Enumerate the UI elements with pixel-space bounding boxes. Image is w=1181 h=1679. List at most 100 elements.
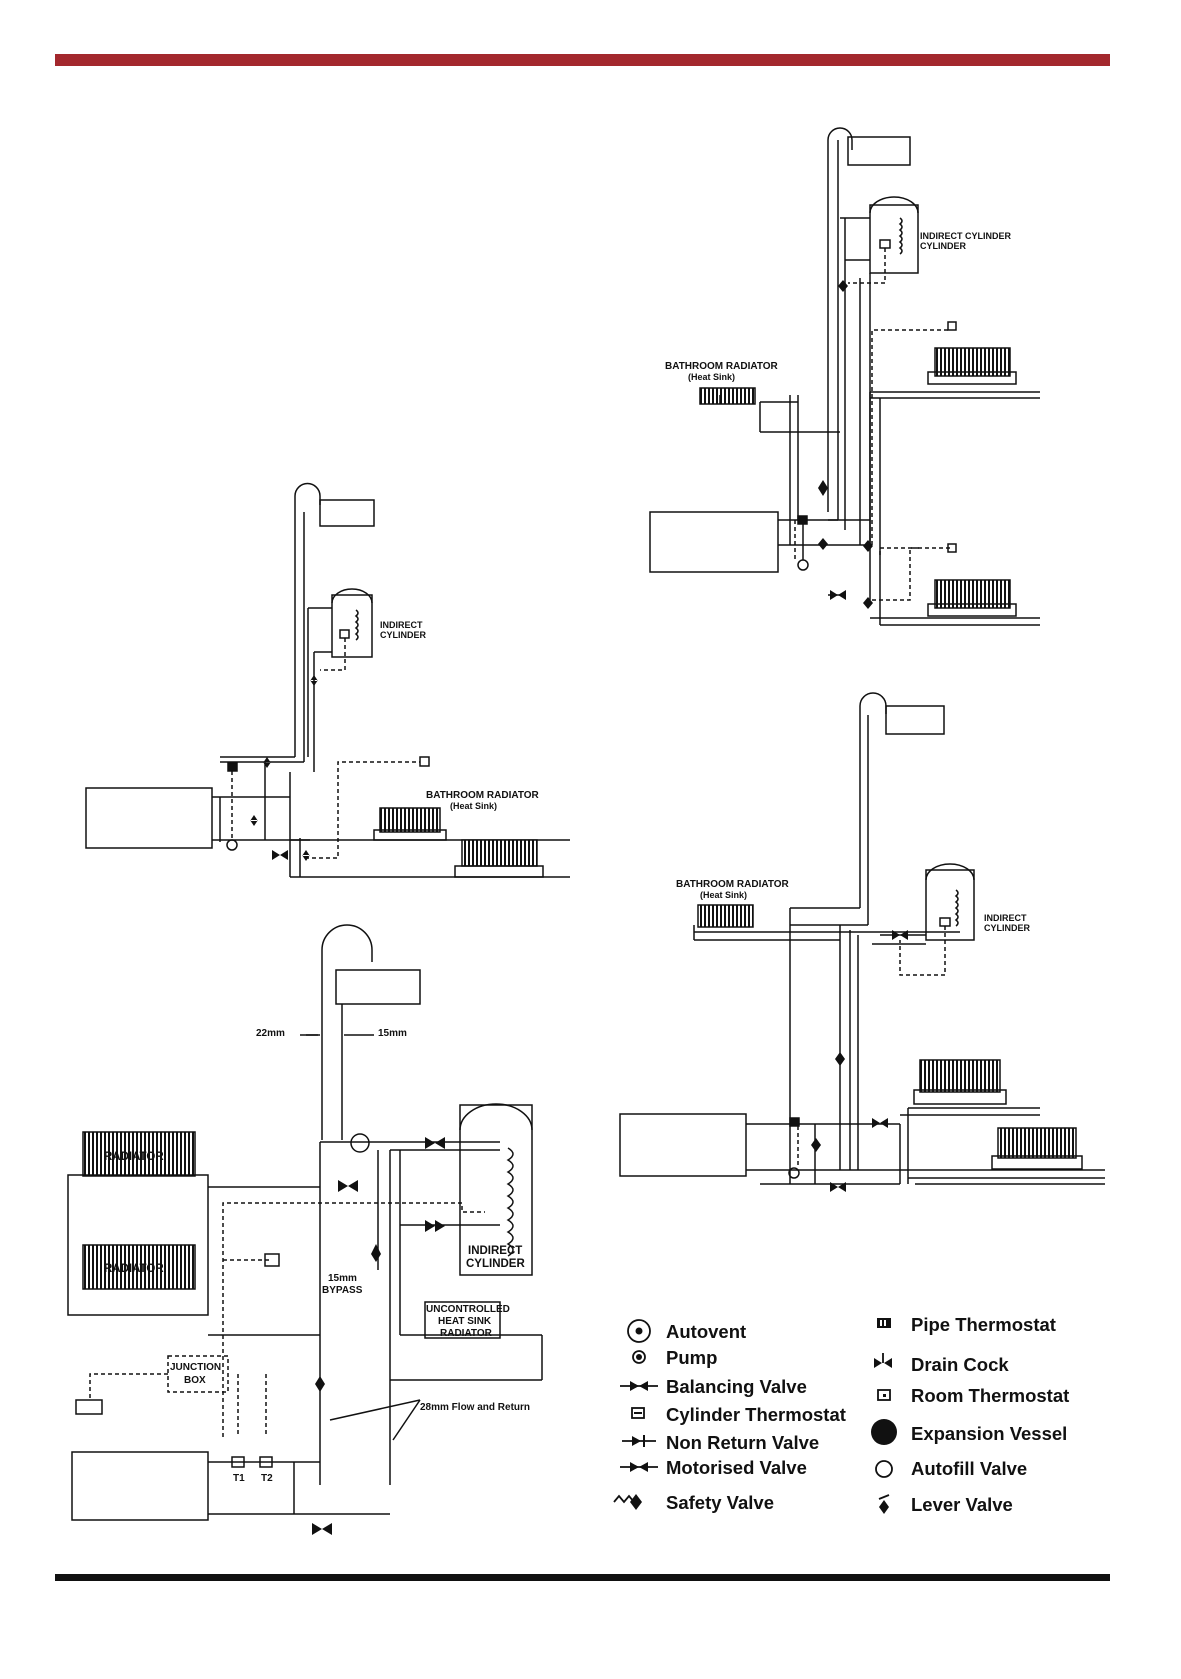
room-thermostat [419, 756, 430, 767]
legend-label-room-thermostat: Room Thermostat [911, 1385, 1069, 1406]
legend-label-cylinder-thermostat: Cylinder Thermostat [666, 1404, 846, 1425]
balancing-valve [338, 1180, 358, 1192]
header-rule [55, 54, 1110, 66]
bathroom-radiator-label: BATHROOM RADIATOR [676, 879, 790, 890]
legend-label-drain-cock: Drain Cock [911, 1354, 1009, 1375]
feed-tank [885, 705, 945, 735]
drain-cock [312, 1523, 332, 1535]
heat-sink-radiator [424, 1301, 501, 1339]
balancing-valve [371, 1244, 381, 1262]
radiator [461, 839, 538, 867]
legend-label-autovent: Autovent [666, 1321, 746, 1342]
boiler [85, 787, 213, 849]
motorised-valve [892, 930, 908, 940]
drain-cock [272, 850, 288, 860]
drain-cock [830, 1182, 846, 1192]
motorised-valve [302, 850, 310, 861]
radiator-label: RADIATOR [104, 1263, 164, 1275]
flow-return-label: 28mm Flow and Return [420, 1402, 530, 1413]
boiler [619, 1113, 747, 1177]
safety-valve [818, 480, 828, 496]
feed-tank [335, 969, 421, 1005]
legend-label-expansion-vessel: Expansion Vessel [911, 1423, 1067, 1444]
pipe-15mm-label: 15mm [378, 1028, 407, 1039]
bypass-label: 15mm BYPASS [322, 1273, 363, 1296]
footer-rule [55, 1574, 1110, 1581]
balancing-valve [811, 1138, 821, 1152]
diagram-bottom-right [619, 692, 1105, 1185]
bathroom-radiator [699, 387, 756, 405]
radiator-label: RADIATOR [104, 1151, 164, 1163]
feed-tank [319, 499, 375, 527]
expansion-vessel-icon [871, 1419, 897, 1445]
motorised-valve [425, 1137, 445, 1149]
lever-valve [872, 1118, 888, 1128]
pipe-22mm-label: 22mm [256, 1028, 285, 1039]
junction-box [167, 1355, 229, 1393]
boiler [649, 511, 779, 573]
legend-label-pipe-thermostat: Pipe Thermostat [911, 1314, 1056, 1335]
legend-label-balancing-valve: Balancing Valve [666, 1376, 807, 1397]
pipe-thermostat [797, 515, 808, 525]
room-thermostat [947, 321, 957, 331]
indirect-cylinder [459, 1104, 533, 1276]
motorised-valve [863, 540, 873, 552]
autovent-icon [627, 1319, 651, 1343]
non-return-valve [425, 1220, 445, 1232]
feed-tank [847, 136, 911, 166]
pump [797, 559, 809, 571]
legend-label-pump: Pump [666, 1347, 717, 1368]
bathroom-radiator [697, 904, 754, 928]
junction-box-label: JUNCTION BOX [170, 1362, 224, 1386]
legend-label-autofill-valve: Autofill Valve [911, 1458, 1027, 1479]
cylinder-thermostat [879, 239, 891, 249]
indirect-cylinder [869, 204, 919, 274]
bathroom-radiator-label: BATHROOM RADIATOR [426, 790, 540, 801]
cylinder-label: INDIRECT CYLINDER [466, 1245, 526, 1270]
cylinder-thermostat-icon [631, 1407, 645, 1419]
t2-label: T2 [261, 1473, 273, 1484]
radiator [919, 1059, 1001, 1093]
bathroom-radiator-label: BATHROOM RADIATOR [665, 361, 779, 372]
room-thermostat [264, 1253, 280, 1267]
pump-icon [632, 1350, 646, 1364]
heat-sink-radiator-label: UNCONTROLLED HEAT SINK RADIATOR [426, 1304, 513, 1339]
pipe-thermostat [227, 762, 238, 772]
safety-valve [835, 1052, 845, 1066]
lever-valve-icon [879, 1500, 889, 1514]
legend-label-lever-valve: Lever Valve [911, 1494, 1013, 1515]
motorised-valve [838, 280, 848, 292]
safety-valve-icon [613, 1494, 635, 1504]
heat-sink-label: (Heat Sink) [700, 890, 747, 900]
legend-label-non-return-valve: Non Return Valve [666, 1432, 819, 1453]
drain-cock [830, 590, 846, 600]
safety-valve [315, 1376, 325, 1392]
boiler [71, 1451, 209, 1521]
legend: Autovent Pump Balancing Valve Cylinder T… [613, 1314, 1069, 1515]
diagram-bottom-left [67, 924, 543, 1521]
motorised-valve [310, 675, 318, 686]
diagram-top-right [649, 127, 1040, 626]
radiator [82, 1244, 196, 1290]
pump [350, 1133, 370, 1153]
balancing-valve [250, 815, 258, 826]
cylinder-label: INDIRECT CYLINDER [984, 913, 1031, 933]
safety-valve [263, 757, 271, 768]
pump [226, 839, 238, 851]
pipe-thermostat [789, 1117, 800, 1127]
diagram-middle-left [85, 482, 570, 878]
balancing-valve [818, 538, 828, 550]
room-thermostat [947, 543, 957, 553]
pump [788, 1167, 800, 1179]
drain-cock-icon [874, 1358, 892, 1368]
room-thermostat-icon [877, 1389, 891, 1401]
heat-sink-label: (Heat Sink) [688, 372, 735, 382]
indirect-cylinder [331, 594, 373, 658]
cylinder-label: INDIRECT CYLINDER CYLINDER [920, 231, 1014, 251]
heat-sink-label: (Heat Sink) [450, 801, 497, 811]
cylinder-label: INDIRECT CYLINDER [380, 620, 427, 640]
radiator [82, 1131, 196, 1177]
autofill-valve-icon [875, 1460, 893, 1478]
